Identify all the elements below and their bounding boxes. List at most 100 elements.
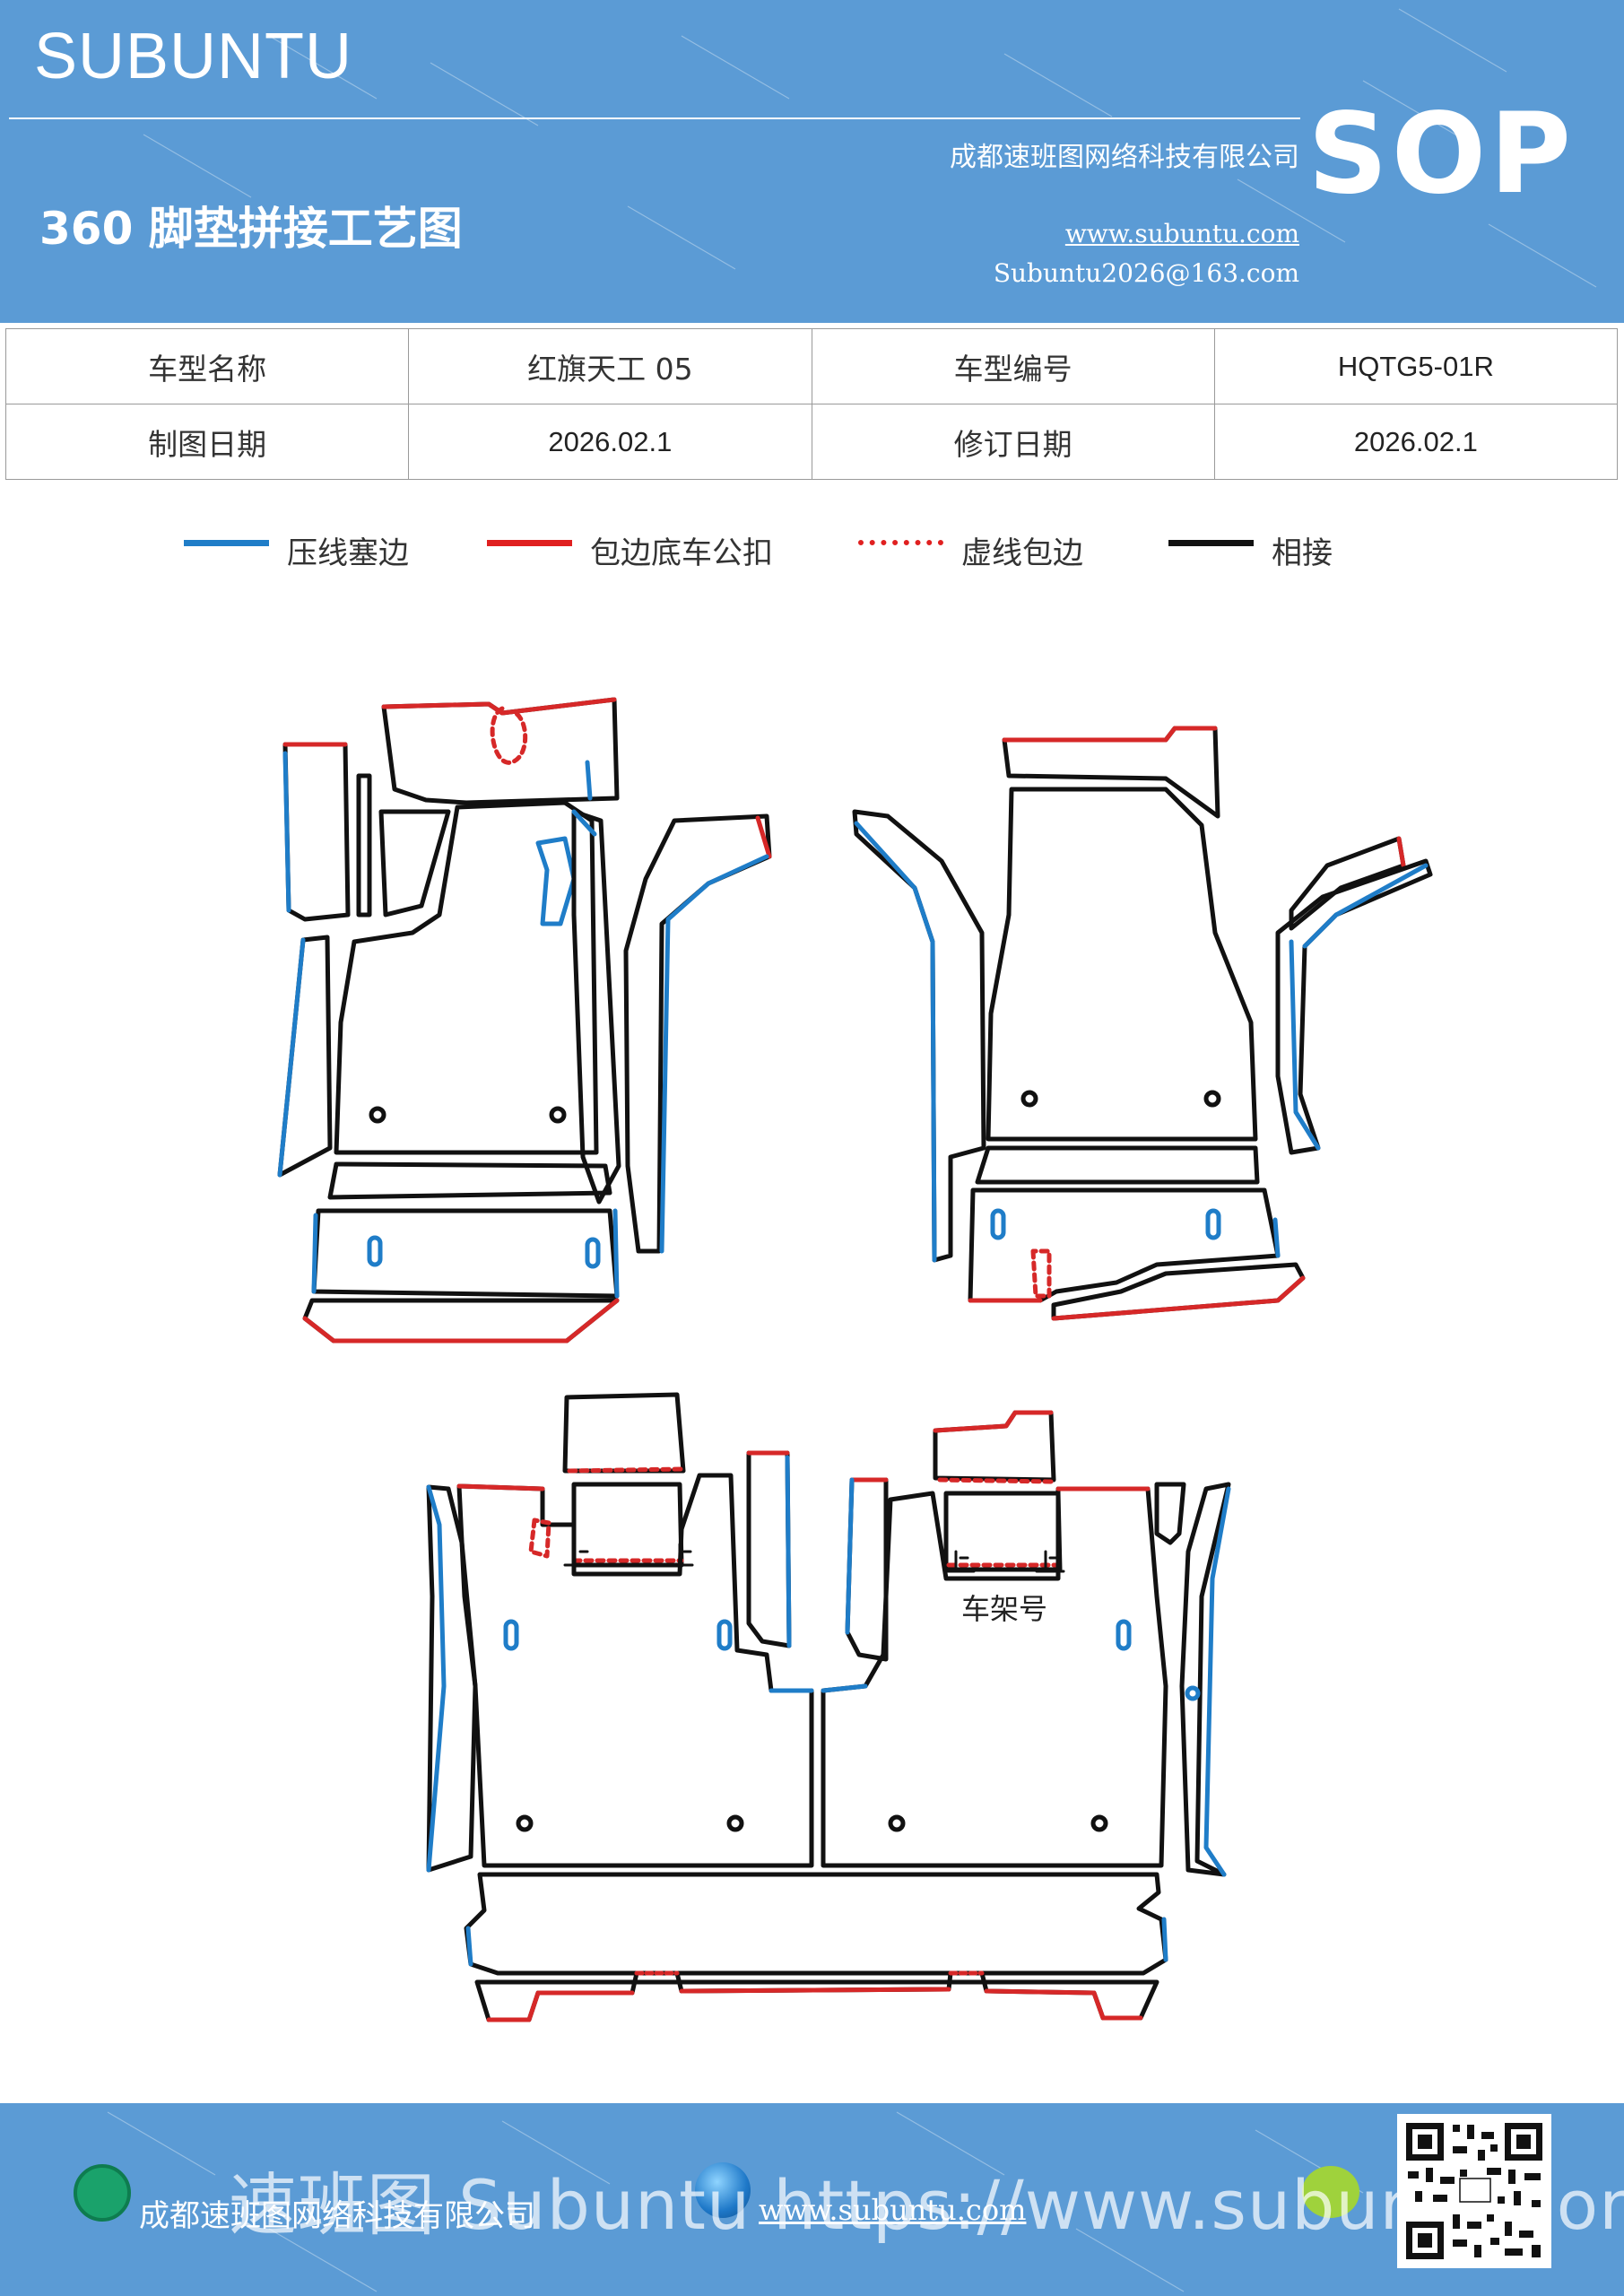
footer-banner: 成都速班图网络科技有限公司 www.subuntu.com 速班图 Subunt… xyxy=(0,2103,1624,2296)
clip-slot xyxy=(990,1208,1006,1240)
table-row: 车型名称 红旗天工 05 车型编号 HQTG5-01R xyxy=(4,328,1619,404)
mat-edge xyxy=(571,809,597,837)
mat-edge xyxy=(612,1208,620,1299)
mat-piece xyxy=(852,809,986,1263)
floor-mat-diagram: 车架号 xyxy=(277,697,1433,2022)
dotted-wrap xyxy=(1030,1248,1052,1299)
mat-edge xyxy=(1396,836,1406,868)
front-left-mat-group xyxy=(277,697,772,1344)
brand-name: SUBUNTU xyxy=(34,21,353,92)
revision-date-label: 修订日期 xyxy=(811,404,1215,480)
qr-code[interactable] xyxy=(1397,2114,1551,2268)
model-name-value: 红旗天工 05 xyxy=(408,328,812,404)
clip-hole xyxy=(1185,1685,1201,1701)
legend-label: 虚线包边 xyxy=(961,535,1083,571)
mat-piece xyxy=(311,1208,620,1299)
mat-edge xyxy=(311,1213,318,1294)
mat-piece xyxy=(571,1482,684,1568)
mat-edge xyxy=(282,751,291,913)
mat-edge xyxy=(755,815,772,859)
mat-edge xyxy=(486,1990,635,2022)
frame-number-label: 车架号 xyxy=(961,1592,1047,1626)
mat-edge xyxy=(1203,1486,1231,1877)
rear-mat-group xyxy=(426,1392,1231,2022)
header-divider xyxy=(9,117,1300,119)
mount-hole xyxy=(516,1814,534,1832)
legend-swatch xyxy=(487,540,572,546)
mat-piece xyxy=(746,1450,792,1648)
legend-swatch xyxy=(1168,540,1254,546)
mat-edge xyxy=(845,1477,855,1635)
dotted-wrap xyxy=(937,1477,1054,1484)
mat-piece xyxy=(968,1187,1281,1303)
seat-marker xyxy=(563,1543,594,1567)
model-code-label: 车型编号 xyxy=(811,328,1215,404)
globe-icon xyxy=(695,2162,751,2218)
mount-hole xyxy=(888,1814,906,1832)
mat-piece xyxy=(356,773,372,918)
mount-hole xyxy=(1090,1814,1108,1832)
mat-piece xyxy=(426,1484,478,1873)
mat-piece xyxy=(821,1486,1168,1868)
mat-edge xyxy=(465,1926,473,1967)
mount-hole xyxy=(1203,1090,1221,1108)
mat-piece xyxy=(456,1473,814,1868)
mat-piece xyxy=(562,1392,686,1474)
mat-piece xyxy=(327,1161,612,1200)
mat-edge xyxy=(659,854,769,1254)
mat-piece xyxy=(381,697,620,805)
vehicle-info-table: 车型名称 红旗天工 05 车型编号 HQTG5-01R 制图日期 2026.02… xyxy=(4,328,1619,480)
legend-label: 相接 xyxy=(1272,535,1333,571)
mat-edge xyxy=(785,1455,792,1648)
legend-label: 压线塞边 xyxy=(287,535,409,571)
mat-piece xyxy=(975,1145,1260,1185)
footer-company: 成都速班图网络科技有限公司 xyxy=(139,2198,535,2234)
model-code-value: HQTG5-01R xyxy=(1213,328,1619,404)
dotted-wrap xyxy=(528,1518,551,1559)
sop-badge: SOP xyxy=(1307,90,1575,219)
mat-piece xyxy=(302,1298,620,1344)
building-icon xyxy=(74,2164,131,2222)
mat-piece xyxy=(535,836,577,926)
header-company: 成都速班图网络科技有限公司 xyxy=(950,142,1299,173)
document-title: 360 脚垫拼接工艺图 xyxy=(39,203,463,255)
qr-code-pattern xyxy=(1397,2114,1551,2268)
mount-hole xyxy=(1020,1090,1038,1108)
footer-watermark-prefix: 速班图 xyxy=(229,2165,436,2245)
mat-edge xyxy=(277,937,306,1178)
legend-swatch xyxy=(858,540,943,545)
mat-piece xyxy=(933,1410,1056,1483)
footer-watermark xyxy=(107,2111,1364,2292)
mat-piece xyxy=(1289,836,1406,931)
mat-edge xyxy=(381,697,617,716)
mat-edge xyxy=(1051,1275,1306,1321)
footer-website-link[interactable]: www.subuntu.com xyxy=(759,2193,1027,2227)
clip-slot xyxy=(716,1619,733,1651)
clip-slot xyxy=(367,1235,383,1267)
mat-edge xyxy=(854,821,937,1263)
mat-edge xyxy=(984,1988,1143,2021)
seat-marker xyxy=(945,1550,976,1573)
legend-label: 包边底车公扣 xyxy=(590,535,773,571)
mat-piece xyxy=(378,809,451,918)
clip-slot xyxy=(1205,1208,1221,1240)
draw-date-value: 2026.02.1 xyxy=(408,404,812,480)
mat-edge xyxy=(585,760,593,801)
front-right-mat-group xyxy=(852,726,1433,1321)
mat-edge xyxy=(302,1298,620,1344)
mat-edge xyxy=(1302,863,1429,949)
draw-date-label: 制图日期 xyxy=(4,404,410,480)
dotted-wrap xyxy=(567,1466,684,1474)
model-name-label: 车型名称 xyxy=(4,328,410,404)
mat-piece xyxy=(571,809,621,1205)
mat-piece xyxy=(334,800,599,1155)
line-legend: 压线塞边 包边底车公扣 虚线包边 相接 xyxy=(0,525,1624,578)
mat-piece xyxy=(277,935,333,1178)
mat-edge xyxy=(456,1483,545,1492)
mount-hole xyxy=(549,1106,567,1124)
header-watermark xyxy=(143,8,1597,288)
header-email[interactable]: Subuntu2026@163.com xyxy=(993,258,1299,288)
mat-edge xyxy=(1161,1917,1168,1962)
mount-hole xyxy=(369,1106,386,1124)
header-website-link[interactable]: www.subuntu.com xyxy=(1064,219,1299,248)
